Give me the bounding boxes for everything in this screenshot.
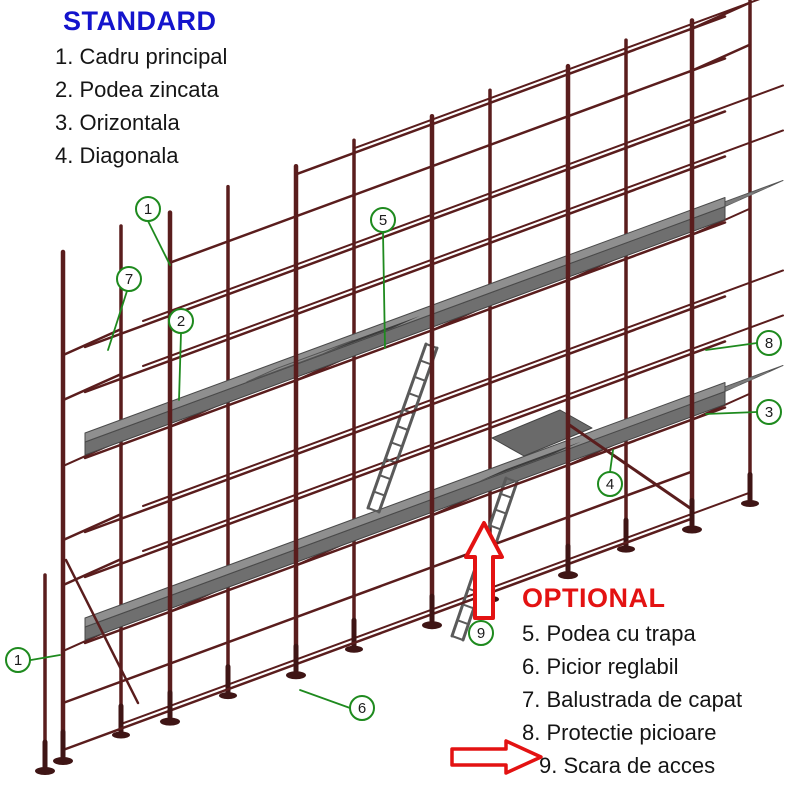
callout-7: 7 bbox=[116, 266, 142, 292]
callout-1-top: 1 bbox=[135, 196, 161, 222]
legend-item-podea-cu-trapa: 5. Podea cu trapa bbox=[522, 621, 696, 646]
legend-item-balustrada-de-capat: 7. Balustrada de capat bbox=[522, 687, 743, 712]
legend-item-podea-zincata: 2. Podea zincata bbox=[55, 77, 219, 102]
legend-optional-title: OPTIONAL bbox=[522, 583, 666, 613]
legend-item-diagonala: 4. Diagonala bbox=[55, 143, 179, 168]
legend-item-orizontala: 3. Orizontala bbox=[55, 110, 180, 135]
callout-2: 2 bbox=[168, 308, 194, 334]
legend-item-picior-reglabil: 6. Picior reglabil bbox=[522, 654, 679, 679]
callout-4: 4 bbox=[597, 471, 623, 497]
legend-standard: STANDARD 1. Cadru principal 2. Podea zin… bbox=[55, 5, 227, 172]
callout-3: 3 bbox=[756, 399, 782, 425]
callout-9: 9 bbox=[468, 620, 494, 646]
legend-item-scara-de-acces: 9. Scara de acces bbox=[539, 753, 716, 778]
legend-item-cadru-principal: 1. Cadru principal bbox=[55, 44, 228, 69]
callout-8: 8 bbox=[756, 330, 782, 356]
callout-5: 5 bbox=[370, 207, 396, 233]
legend-standard-title: STANDARD bbox=[63, 6, 217, 36]
legend-item-protectie-picioare: 8. Protectie picioare bbox=[522, 720, 717, 745]
callout-1-bottom: 1 bbox=[5, 647, 31, 673]
callout-6: 6 bbox=[349, 695, 375, 721]
legend-optional: OPTIONAL 5. Podea cu trapa 6. Picior reg… bbox=[522, 582, 742, 782]
